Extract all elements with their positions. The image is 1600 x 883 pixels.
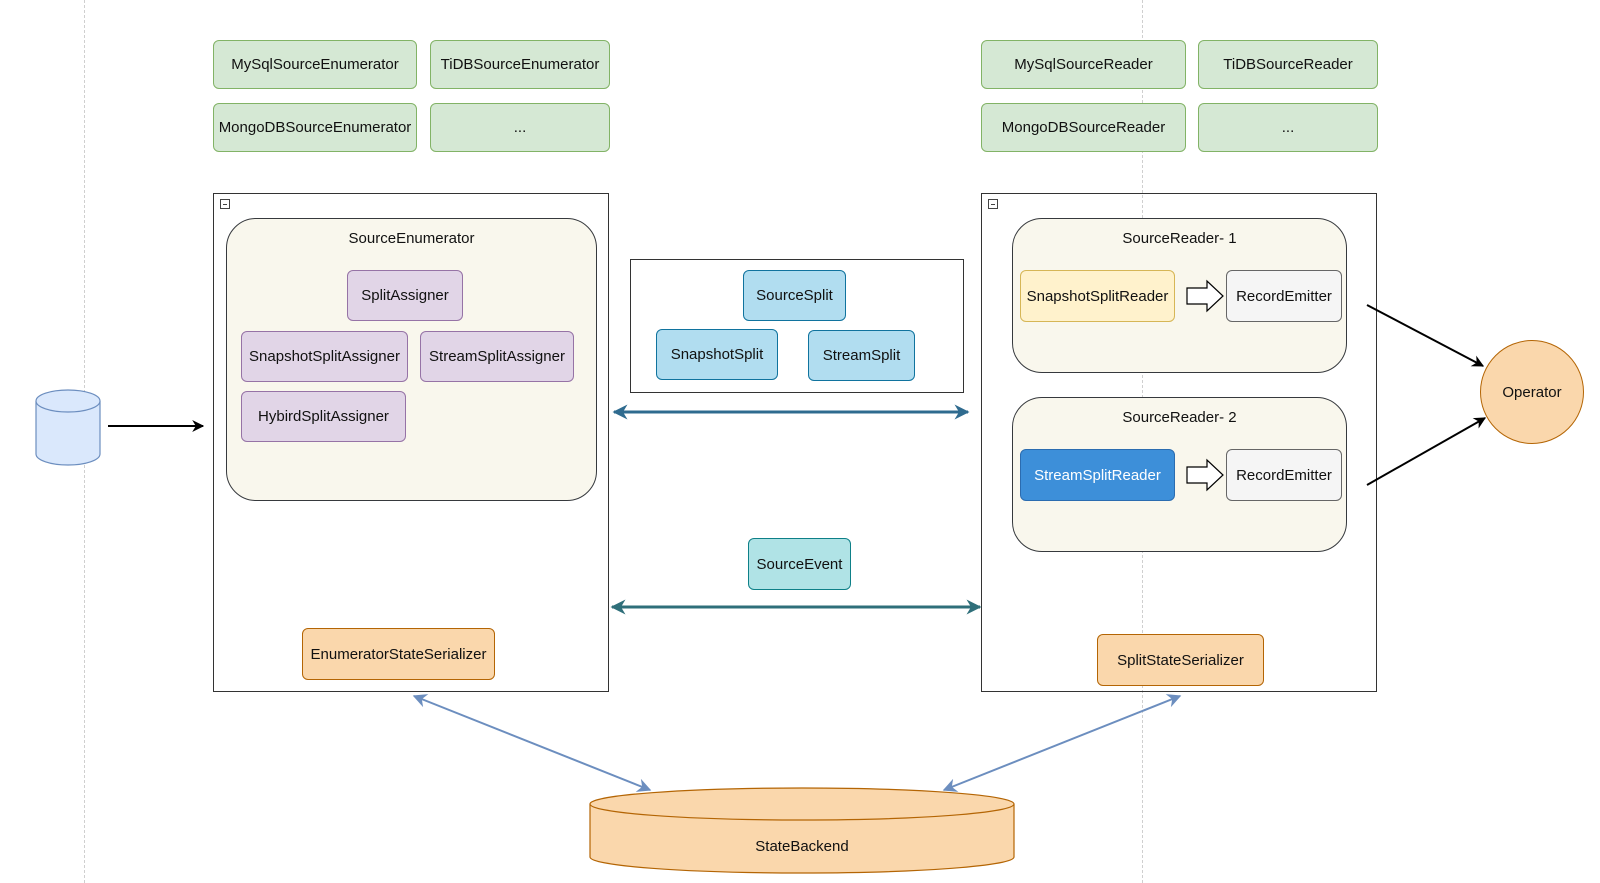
reader1-to-operator-arrow <box>1366 304 1485 367</box>
mysql-source-reader-label: MySqlSourceReader <box>1014 56 1153 73</box>
collapse-enumerator-icon[interactable] <box>220 199 230 209</box>
stream-split-label: StreamSplit <box>822 347 901 364</box>
source-split[interactable]: SourceSplit <box>743 270 846 321</box>
split-assigner-label: SplitAssigner <box>361 287 449 304</box>
mongodb-source-enumerator-label: MongoDBSourceEnumerator <box>218 119 412 136</box>
stream-split-reader[interactable]: StreamSplitReader <box>1020 449 1175 501</box>
split-assigner[interactable]: SplitAssigner <box>347 270 463 321</box>
tidb-source-enumerator-label: TiDBSourceEnumerator <box>440 56 600 73</box>
record-emitter-1[interactable]: RecordEmitter <box>1226 270 1342 322</box>
more-enumerators[interactable]: ... <box>430 103 610 152</box>
source-event[interactable]: SourceEvent <box>748 538 851 590</box>
snapshot-split-assigner[interactable]: SnapshotSplitAssigner <box>241 331 408 382</box>
snapshot-split-reader[interactable]: SnapshotSplitReader <box>1020 270 1175 322</box>
tidb-source-reader-label: TiDBSourceReader <box>1223 56 1353 73</box>
enumerator-state-serializer[interactable]: EnumeratorStateSerializer <box>302 628 495 680</box>
reader-to-state-backend-arrow <box>942 694 1182 792</box>
split-state-serializer-label: SplitStateSerializer <box>1117 651 1244 669</box>
reader1-to-emitter-arrow-icon <box>1186 279 1224 313</box>
mongodb-source-enumerator[interactable]: MongoDBSourceEnumerator <box>213 103 417 152</box>
mysql-source-reader[interactable]: MySqlSourceReader <box>981 40 1186 89</box>
mongodb-source-reader-label: MongoDBSourceReader <box>1001 119 1166 136</box>
reader2-to-emitter-arrow-icon <box>1186 458 1224 492</box>
snapshot-split-label: SnapshotSplit <box>670 346 764 363</box>
record-emitter-1-label: RecordEmitter <box>1236 287 1332 305</box>
hybird-split-assigner[interactable]: HybirdSplitAssigner <box>241 391 406 442</box>
enumerator-to-state-backend-arrow <box>412 694 652 792</box>
hybird-split-assigner-label: HybirdSplitAssigner <box>258 408 389 425</box>
more-enumerators-label: ... <box>513 119 527 136</box>
more-readers[interactable]: ... <box>1198 103 1378 152</box>
state-backend-cylinder[interactable] <box>589 787 1015 874</box>
operator-node[interactable]: Operator <box>1480 340 1584 444</box>
operator-label: Operator <box>1502 383 1562 401</box>
snapshot-split-assigner-label: SnapshotSplitAssigner <box>249 348 400 365</box>
tidb-source-enumerator[interactable]: TiDBSourceEnumerator <box>430 40 610 89</box>
enumerator-container <box>213 193 609 692</box>
stream-split[interactable]: StreamSplit <box>808 330 915 381</box>
collapse-reader-icon[interactable] <box>988 199 998 209</box>
reader2-to-operator-arrow <box>1366 417 1487 486</box>
record-emitter-2-label: RecordEmitter <box>1236 466 1332 484</box>
mongodb-source-reader[interactable]: MongoDBSourceReader <box>981 103 1186 152</box>
source-event-label: SourceEvent <box>756 555 843 573</box>
source-split-label: SourceSplit <box>756 287 833 304</box>
stream-split-reader-label: StreamSplitReader <box>1034 466 1161 484</box>
mysql-source-enumerator-label: MySqlSourceEnumerator <box>231 56 399 73</box>
database-icon[interactable] <box>35 389 101 466</box>
mysql-source-enumerator[interactable]: MySqlSourceEnumerator <box>213 40 417 89</box>
stream-split-assigner-label: StreamSplitAssigner <box>429 348 565 365</box>
state-backend-label: StateBackend <box>755 838 849 855</box>
tidb-source-reader[interactable]: TiDBSourceReader <box>1198 40 1378 89</box>
snapshot-split-reader-label: SnapshotSplitReader <box>1026 287 1169 305</box>
split-state-serializer[interactable]: SplitStateSerializer <box>1097 634 1264 686</box>
record-emitter-2[interactable]: RecordEmitter <box>1226 449 1342 501</box>
enumerator-state-serializer-label: EnumeratorStateSerializer <box>310 645 487 663</box>
source-reader-1-title: SourceReader- 1 <box>1122 230 1237 247</box>
reader-container <box>981 193 1377 692</box>
source-enumerator-title: SourceEnumerator <box>348 230 475 247</box>
snapshot-split[interactable]: SnapshotSplit <box>656 329 778 380</box>
more-readers-label: ... <box>1281 119 1295 136</box>
splits-container <box>630 259 964 393</box>
source-reader-2-title: SourceReader- 2 <box>1122 409 1237 426</box>
stream-split-assigner[interactable]: StreamSplitAssigner <box>420 331 574 382</box>
